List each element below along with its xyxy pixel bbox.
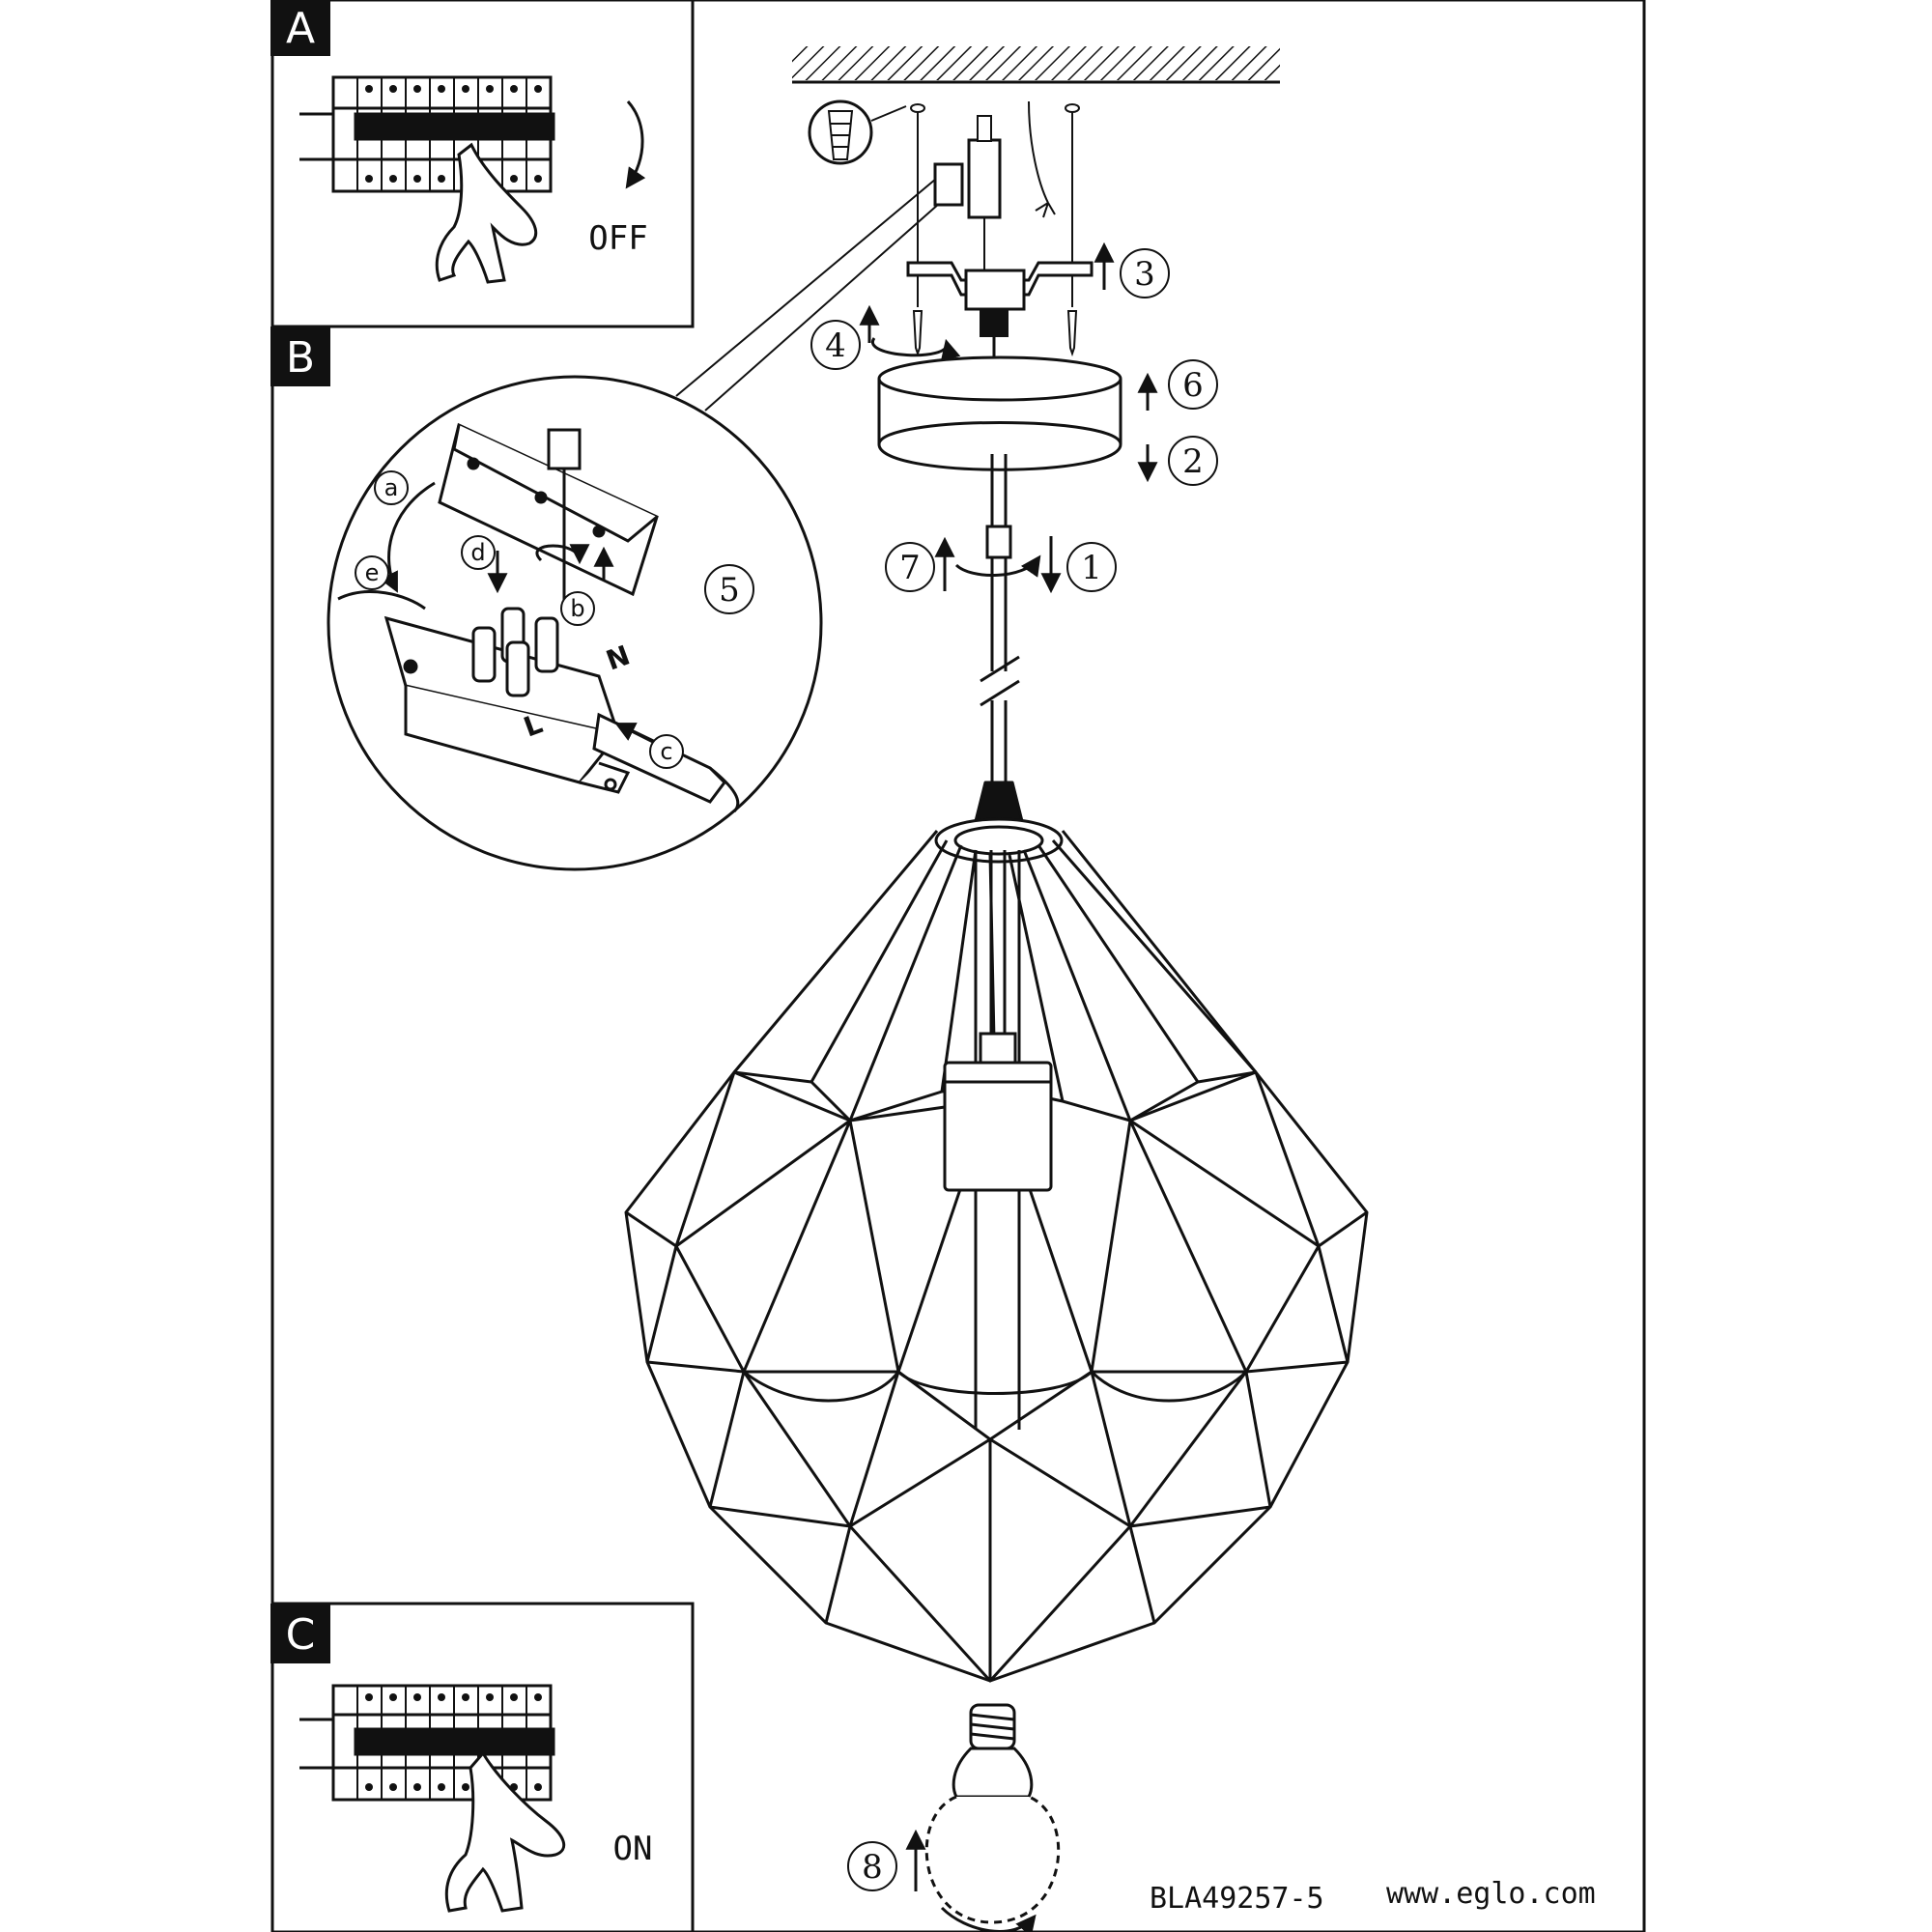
suspension-cable (980, 454, 1020, 782)
ceiling-canopy (877, 355, 1122, 471)
svg-text:e: e (365, 559, 380, 586)
step-label-2: 2 (1168, 436, 1218, 486)
hand-icon (435, 142, 538, 284)
wire-cage-shade (624, 781, 1369, 1683)
mounting-hardware (906, 100, 1094, 362)
svg-text:1: 1 (1081, 549, 1102, 587)
panel-c: C ON (270, 1602, 695, 1932)
bulb-icon (924, 1703, 1061, 1924)
svg-text:b: b (570, 595, 584, 622)
panel-b-letter: B (286, 333, 315, 383)
svg-text:7: 7 (899, 549, 921, 587)
panel-a-state-label: OFF (588, 219, 647, 258)
panel-c-letter-badge (270, 1604, 330, 1663)
detail-label-c: c (649, 734, 684, 769)
hand-icon (444, 1750, 566, 1913)
panel-b-letter-badge (270, 327, 330, 386)
step-label-7: 7 (885, 542, 935, 592)
step-label-1: 1 (1066, 542, 1117, 592)
panel-a-letter: A (286, 4, 315, 53)
breaker-panel-on (299, 1684, 555, 1802)
document-code: BLA49257-5 (1150, 1882, 1324, 1916)
step-label-6: 6 (1168, 359, 1218, 410)
wall-plug-icon (808, 99, 907, 165)
detail-leader-line (675, 173, 943, 397)
panel-b: B (270, 173, 957, 871)
detail-label-a: a (374, 470, 409, 505)
step-label-5: 5 (704, 564, 754, 614)
svg-text:4: 4 (825, 327, 846, 365)
detail-leader-line-2 (704, 187, 957, 412)
svg-text:3: 3 (1134, 255, 1155, 294)
step-label-3: 3 (1120, 248, 1170, 298)
breaker-panel-off (299, 75, 555, 193)
lamp-socket (943, 850, 1053, 1192)
svg-text:8: 8 (862, 1848, 883, 1887)
ceiling (792, 46, 1280, 84)
panel-c-state-label: ON (613, 1830, 653, 1868)
detail-label-e: e (355, 555, 389, 590)
panel-c-letter: C (286, 1610, 316, 1660)
step-label-8: 8 (847, 1841, 897, 1891)
panel-a: A OFF (270, 0, 695, 328)
svg-text:2: 2 (1182, 442, 1204, 481)
step-label-4: 4 (810, 320, 861, 370)
rotate-down-arrow-icon (625, 99, 646, 189)
svg-text:5: 5 (719, 571, 740, 610)
panel-a-letter-badge (270, 0, 330, 56)
detail-label-d: d (461, 535, 496, 570)
svg-text:d: d (470, 539, 485, 566)
svg-text:6: 6 (1182, 366, 1204, 405)
detail-arrows (380, 481, 658, 746)
page-frame (270, 0, 1646, 1932)
detail-label-b: b (560, 591, 595, 626)
svg-text:a: a (384, 474, 399, 501)
svg-text:c: c (660, 738, 672, 765)
website-url: www.eglo.com (1386, 1877, 1596, 1911)
